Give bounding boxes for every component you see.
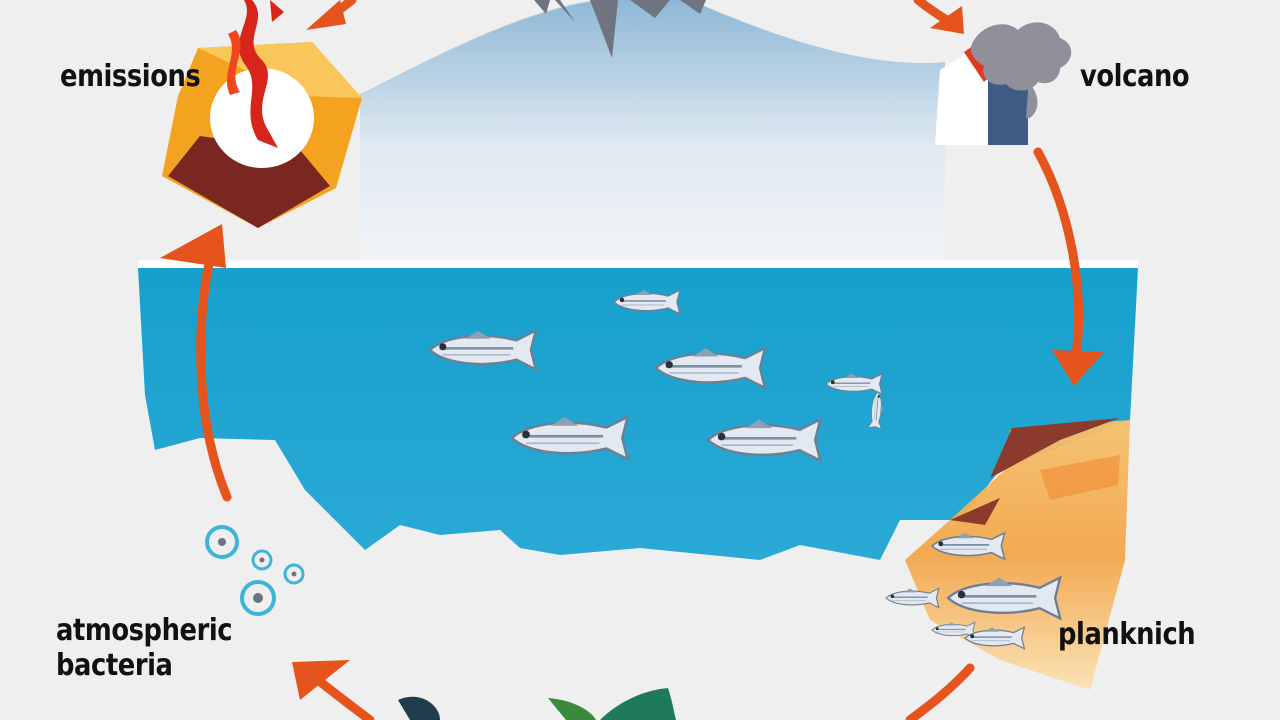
volcano-smoke-top	[534, 0, 706, 58]
bubble-icon	[240, 580, 276, 616]
mountain-sky	[359, 0, 945, 265]
ocean	[138, 260, 1138, 560]
bubble-icon	[251, 549, 273, 571]
label-volcano: volcano	[1080, 59, 1190, 94]
plankton-zone	[905, 418, 1130, 690]
bubble-icon	[205, 525, 239, 559]
label-atmospheric-bacteria: atmospheric bacteria	[56, 613, 233, 683]
label-plankton: planknich	[1058, 617, 1196, 652]
arrow-heads	[160, 0, 1104, 700]
bottom-plants	[398, 688, 676, 720]
label-atmospheric-line2: bacteria	[56, 647, 173, 683]
label-atmospheric-line1: atmospheric	[56, 613, 233, 648]
label-emissions: emissions	[60, 59, 201, 94]
bubble-group	[205, 525, 305, 616]
volcano-icon	[935, 22, 1072, 145]
bubble-icon	[283, 563, 305, 585]
emissions-flame-icon	[162, 0, 362, 228]
